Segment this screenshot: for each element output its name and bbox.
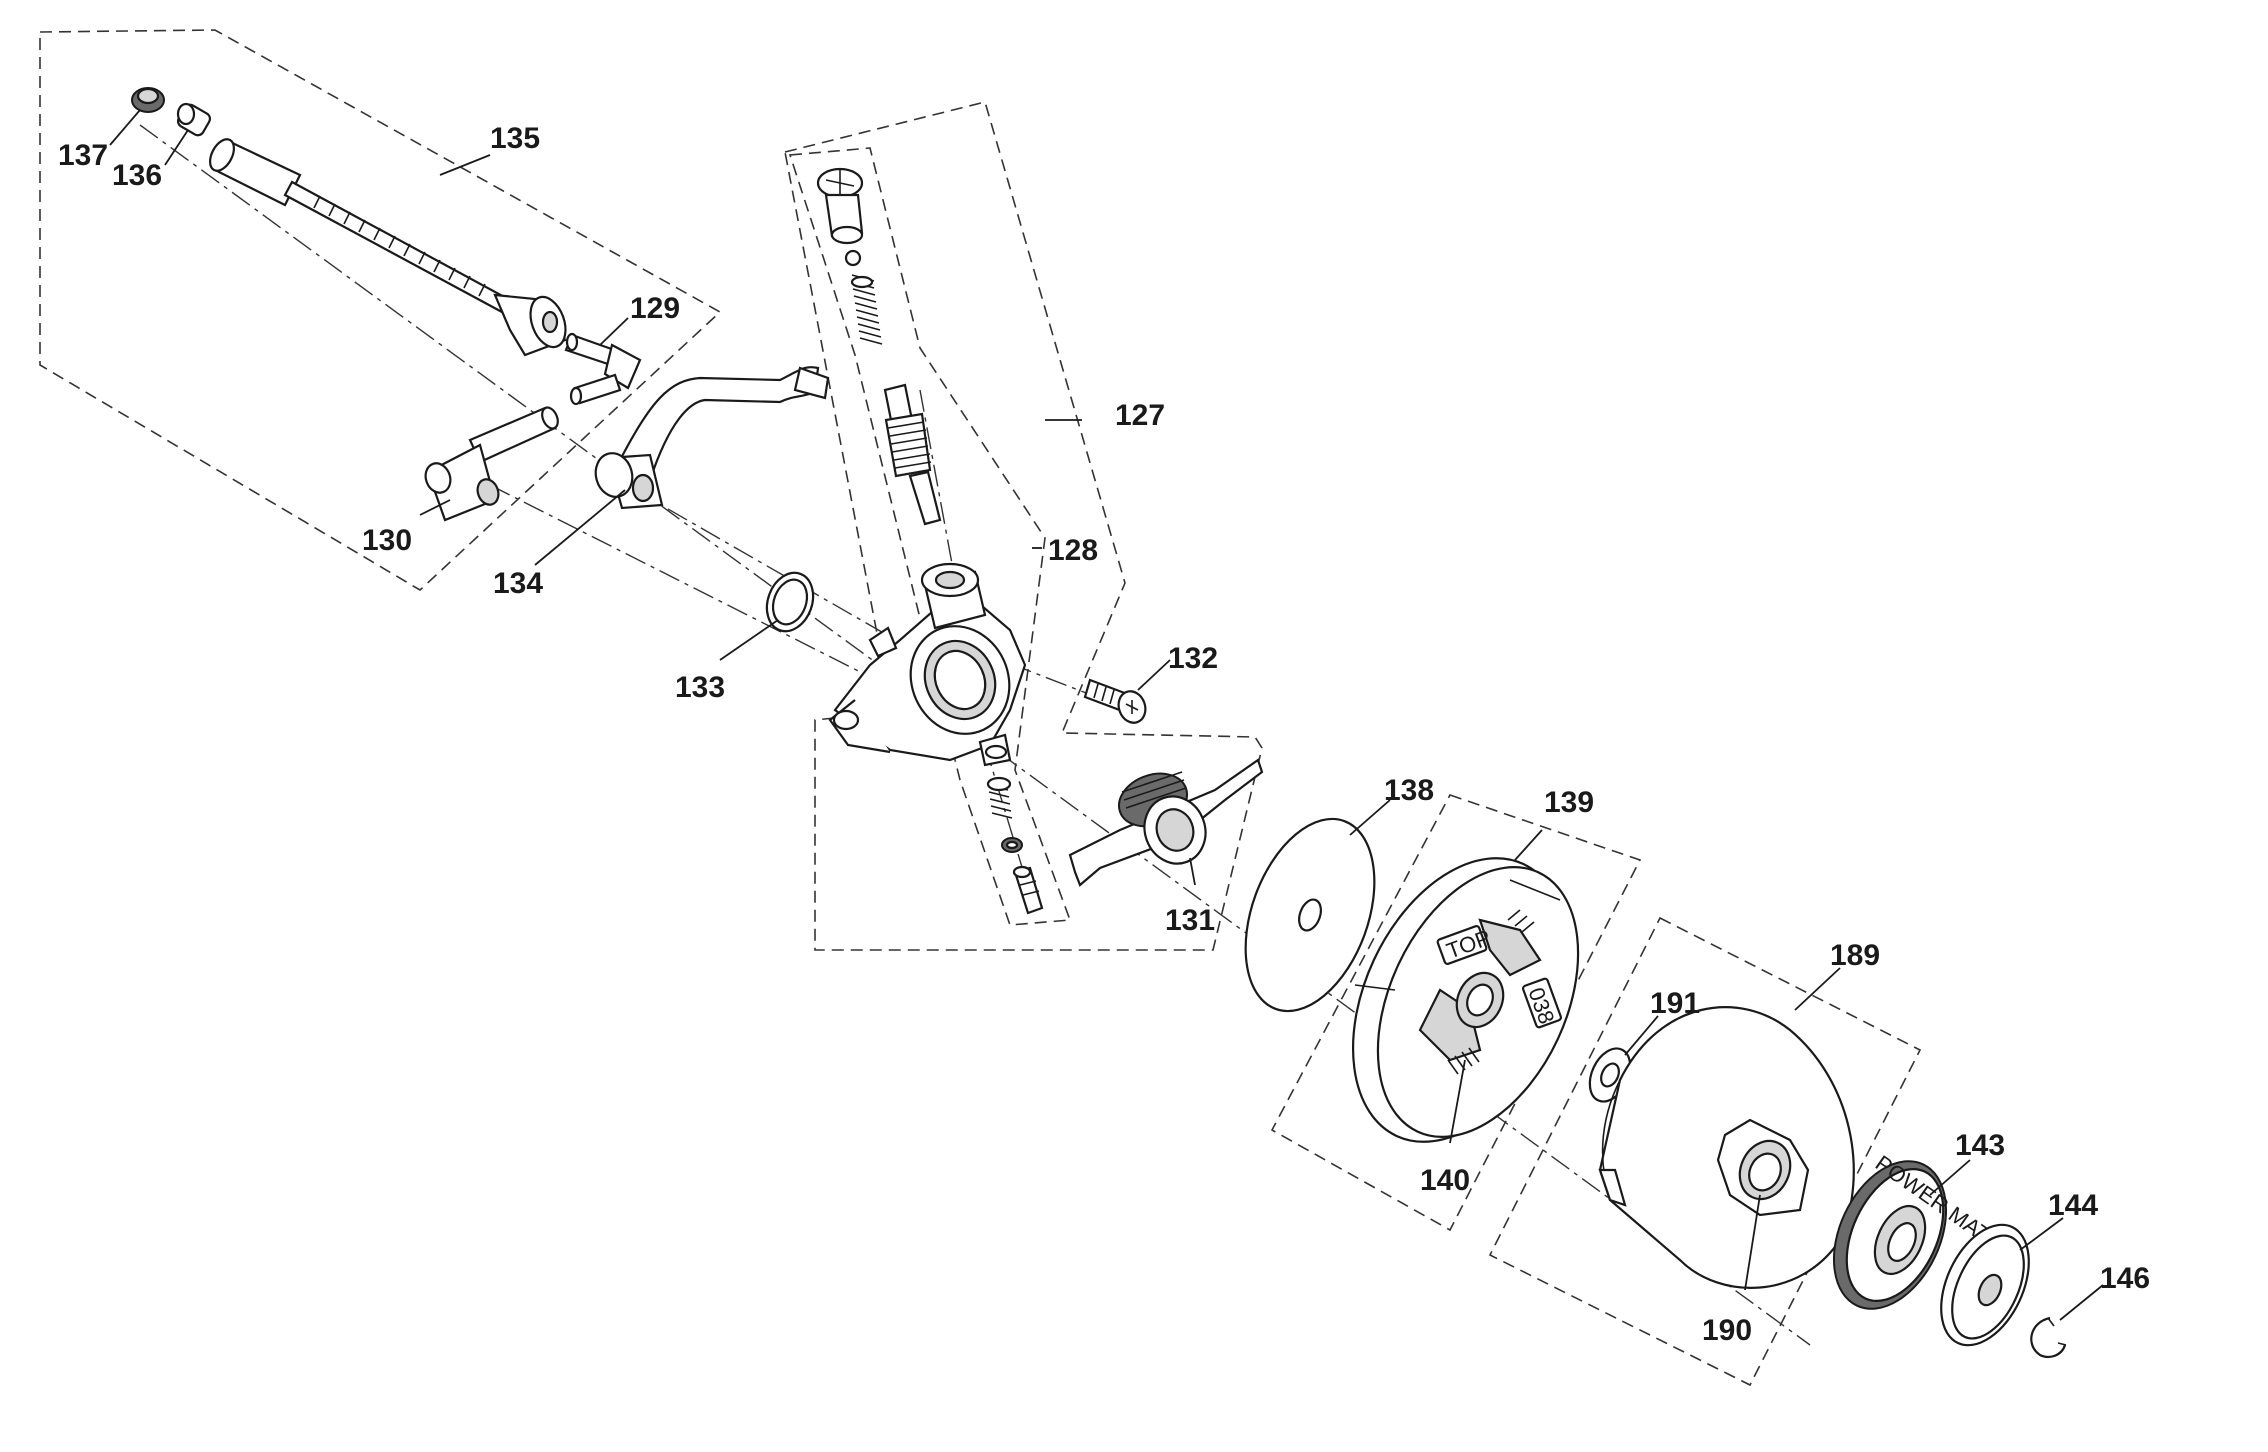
leader-lines: [109, 109, 2104, 1321]
callout-131: 131: [1165, 904, 1215, 937]
group-outline-139: [1270, 794, 1642, 1232]
callout-137: 137: [58, 139, 108, 172]
part-144-washer: [1940, 1223, 2030, 1347]
callout-136: 136: [112, 159, 162, 192]
part-134-oil-line: [594, 366, 830, 510]
callout-138: 138: [1384, 774, 1434, 807]
callout-132: 132: [1168, 642, 1218, 675]
callout-189: 189: [1830, 939, 1880, 972]
group-outline-128: [788, 147, 1072, 926]
part-146-e-clip: [2030, 1316, 2067, 1359]
part-138-washer-disk: [1244, 817, 1376, 1013]
callout-labels: 137 136 135 129 130 134 133 128 127 132 …: [58, 122, 2150, 1347]
part-130-suction-hose: [424, 406, 559, 522]
callout-143: 143: [1955, 1129, 2005, 1162]
callout-129: 129: [630, 292, 680, 325]
axis-worm-gear: [919, 389, 956, 581]
group-outline-189: [1488, 916, 1922, 1387]
part-133-o-ring: [765, 571, 815, 633]
part-131-driver-plate: [1068, 758, 1264, 887]
part-189-clutch-drum: [1598, 1006, 1855, 1289]
callout-135: 135: [490, 122, 540, 155]
axis-screw-132: [974, 649, 1131, 711]
callout-128: 128: [1048, 534, 1098, 567]
callout-134: 134: [493, 567, 543, 600]
part-128-valve-set: [986, 776, 1044, 915]
callout-140: 140: [1420, 1164, 1470, 1197]
group-outlines: [39, 29, 1922, 1387]
callout-146: 146: [2100, 1262, 2150, 1295]
callout-139: 139: [1544, 786, 1594, 819]
callout-133: 133: [675, 671, 725, 704]
callout-127: 127: [1115, 399, 1165, 432]
part-127-oil-pump: [816, 167, 1027, 767]
part-129-connector: [564, 332, 642, 406]
part-132-screw: [1083, 678, 1147, 724]
group-outline-135: [39, 29, 722, 591]
part-137-cap: [131, 87, 165, 113]
callout-191: 191: [1650, 987, 1700, 1020]
callout-144: 144: [2048, 1189, 2098, 1222]
part-136-sleeve: [176, 102, 212, 137]
callout-130: 130: [362, 524, 412, 557]
callout-190: 190: [1702, 1314, 1752, 1347]
part-139-clutch: TOP 038: [1351, 857, 1580, 1143]
part-135-adjusting-screw: [208, 138, 567, 357]
group-outline-127: [784, 101, 1263, 951]
